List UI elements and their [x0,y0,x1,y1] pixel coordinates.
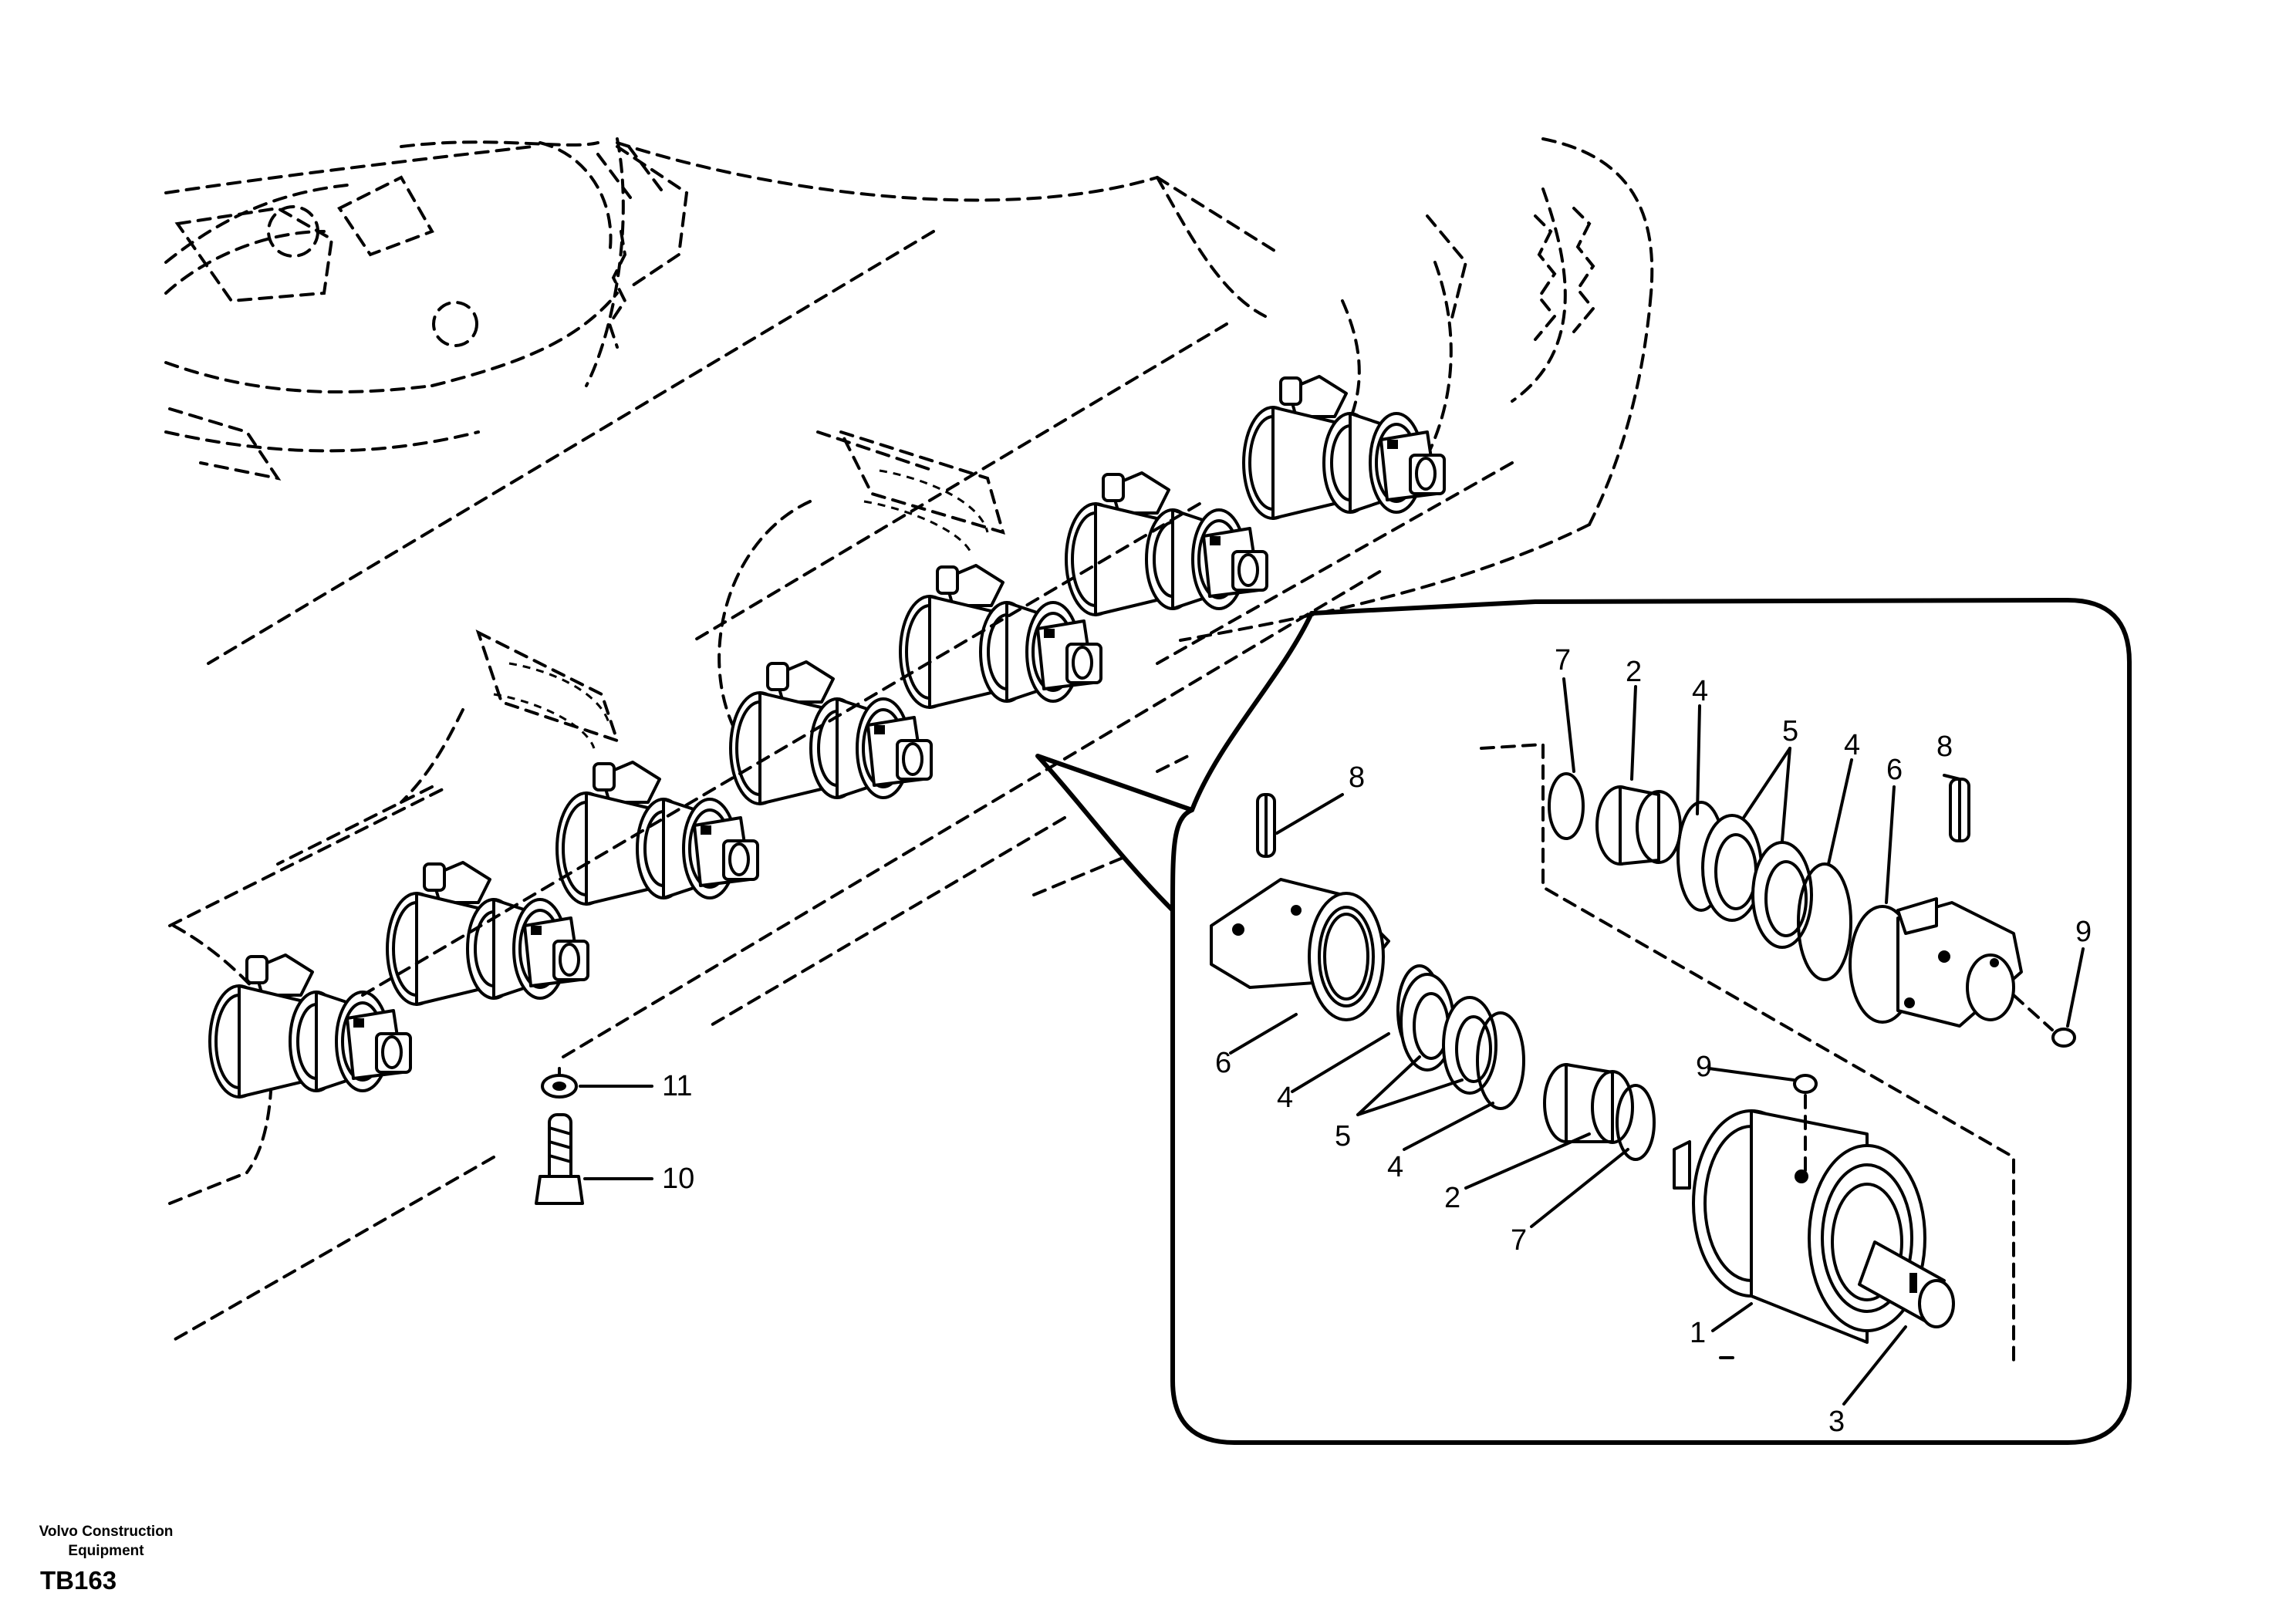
callout-2-upper: 2 [1626,656,1642,688]
callout-8-lower: 8 [1349,761,1365,794]
roller-body-part-1 [1673,1109,1926,1344]
callout-7-lower: 7 [1511,1224,1527,1257]
track-roller-4 [729,660,933,805]
callout-4-upper-a: 4 [1692,675,1708,707]
callout-5-lower: 5 [1335,1120,1351,1153]
machine-outline [164,137,1654,1344]
callout-1: 1 [1690,1317,1706,1349]
roller-bracket-right [1849,778,2023,1028]
track-roller-2 [386,861,589,1006]
detail-panel [1035,598,2132,1445]
callout-6-lower: 6 [1215,1047,1231,1079]
callout-3: 3 [1828,1406,1845,1438]
callout-9-mid: 9 [1696,1051,1712,1083]
callout-7-upper: 7 [1555,644,1571,677]
drawing-id: TB163 [40,1566,117,1595]
callout-5-upper: 5 [1782,715,1798,748]
callout-4-lower-b: 4 [1387,1151,1403,1183]
callout-10: 10 [662,1163,694,1195]
set-screw-part-9 [1793,994,2076,1174]
roller-bracket-left [1210,793,1390,1021]
callout-8-upper: 8 [1936,731,1953,763]
callout-9-right: 9 [2075,916,2092,948]
track-roller-6 [1065,471,1268,616]
bolt-part-10 [535,1113,653,1205]
callout-4-lower-a: 4 [1277,1082,1293,1114]
callout-6-upper: 6 [1886,754,1903,786]
manufacturer-name-line-2: Equipment [68,1543,144,1559]
manufacturer-name-line-1: Volvo Construction [39,1524,174,1540]
washer-part-11 [541,1074,653,1099]
callout-2-lower: 2 [1444,1182,1460,1214]
shaft-part-3 [1858,1240,1955,1328]
leader-lines [1229,677,2085,1406]
callout-4-upper-b: 4 [1844,729,1860,761]
track-roller-7 [1242,375,1446,520]
seal-parts-lower [1396,964,1656,1161]
callout-11: 11 [662,1070,692,1102]
seal-parts-upper [1548,772,1852,981]
track-roller-3 [555,761,759,906]
